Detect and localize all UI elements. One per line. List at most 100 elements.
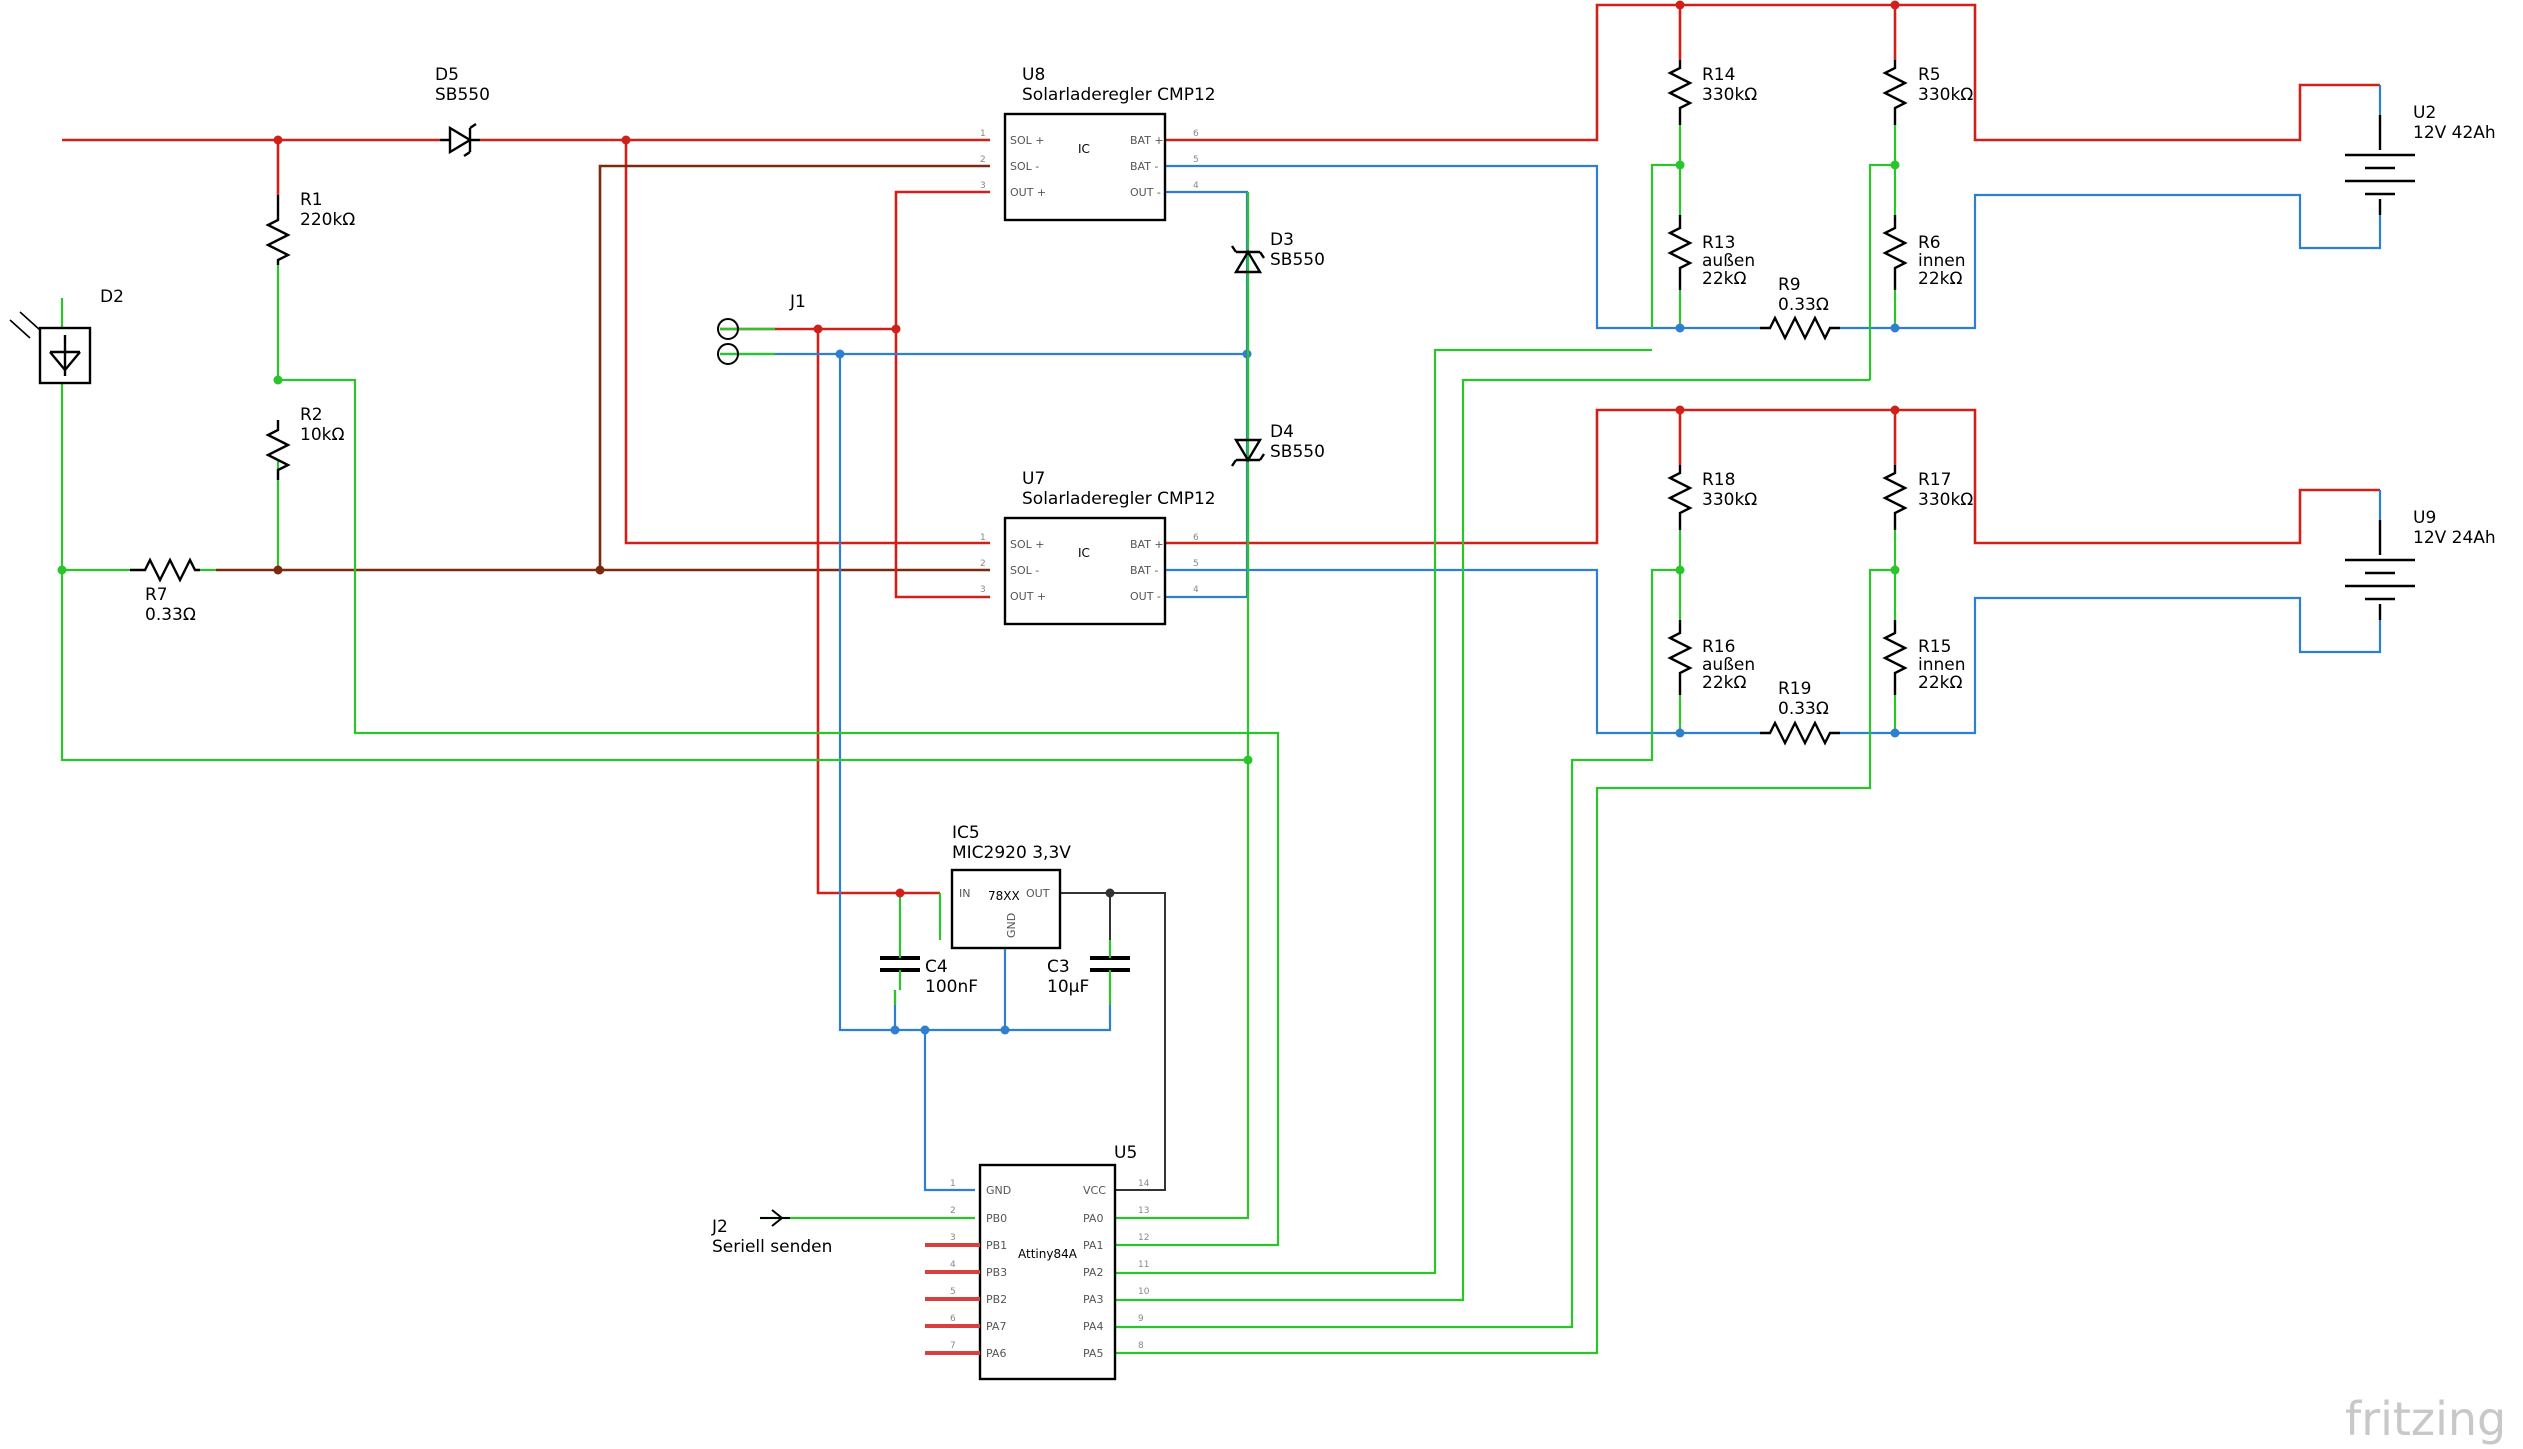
resistor-r6[interactable]: R6 innen 22kΩ — [1882, 215, 1966, 290]
u5-pin-11-label: PA2 — [1083, 1266, 1103, 1279]
charge-controller-u7[interactable]: IC U7 Solarladeregler CMP12 SOL + SOL - … — [980, 469, 1216, 626]
u5-pin-4-num: 4 — [950, 1260, 956, 1270]
battery-u2[interactable]: U2 12V 42Ah — [2345, 103, 2496, 215]
r16-value2: 22kΩ — [1702, 673, 1746, 693]
u5-pin-13-label: PA0 — [1083, 1212, 1103, 1225]
u5-pin-11-num: 11 — [1138, 1260, 1149, 1270]
resistor-r17[interactable]: R17 330kΩ — [1882, 465, 1973, 530]
u7-pin-3-num: 3 — [980, 585, 986, 595]
u8-pin-1-num: 1 — [980, 129, 986, 139]
u5-pin-14-label: VCC — [1083, 1184, 1106, 1197]
j2-value: Seriell senden — [712, 1237, 832, 1257]
ic5-value: MIC2920 3,3V — [952, 843, 1071, 863]
u7-pin-3-label: OUT + — [1010, 590, 1046, 603]
capacitor-c3[interactable]: C3 10µF — [1047, 956, 1130, 997]
resistor-r7[interactable]: R7 0.33Ω — [130, 557, 200, 625]
u8-pin-3-num: 3 — [980, 181, 986, 191]
wires — [60, 3, 2382, 1355]
r19-value: 0.33Ω — [1778, 699, 1829, 719]
r15-value2: 22kΩ — [1918, 673, 1962, 693]
resistor-r19[interactable]: R19 0.33Ω — [1760, 679, 1840, 746]
u5-pin-3-label: PB1 — [986, 1239, 1007, 1252]
u5-pin-12-label: PA1 — [1083, 1239, 1103, 1252]
u5-pin-3-num: 3 — [950, 1233, 956, 1243]
ic5-pin-in: IN — [959, 887, 970, 900]
r17-ref: R17 — [1918, 470, 1951, 490]
u5-pin-7-label: PA6 — [986, 1347, 1006, 1360]
resistor-r5[interactable]: R5 330kΩ — [1882, 60, 1973, 125]
r9-value: 0.33Ω — [1778, 295, 1829, 315]
u8-pin-5-num: 5 — [1193, 155, 1199, 165]
resistor-r1[interactable]: R1 220kΩ — [265, 190, 355, 265]
connector-j2[interactable]: J2 Seriell senden — [711, 1209, 832, 1257]
u8-ref: U8 — [1022, 65, 1045, 85]
u5-pin-10-num: 10 — [1138, 1287, 1150, 1297]
diode-d5[interactable]: D5 SB550 — [435, 65, 490, 157]
u7-pin-6-num: 6 — [1193, 533, 1199, 543]
u5-pin-7-num: 7 — [950, 1341, 956, 1351]
diode-d4[interactable]: D4 SB550 — [1231, 354, 1325, 597]
resistor-r18[interactable]: R18 330kΩ — [1667, 465, 1757, 530]
r13-value2: 22kΩ — [1702, 269, 1746, 289]
r7-value: 0.33Ω — [145, 605, 196, 625]
u5-pin-9-num: 9 — [1138, 1314, 1144, 1324]
d2-ref: D2 — [100, 287, 124, 307]
j1-ref: J1 — [789, 292, 806, 312]
connector-j1[interactable]: J1 — [717, 292, 806, 365]
r1-ref: R1 — [300, 190, 323, 210]
fritzing-logo: fritzing — [2345, 1392, 2506, 1446]
d3-ref: D3 — [1270, 230, 1294, 250]
resistor-r2[interactable]: R2 10kΩ — [265, 405, 344, 480]
r18-value: 330kΩ — [1702, 490, 1757, 510]
u7-center: IC — [1078, 546, 1090, 560]
d4-value: SB550 — [1270, 442, 1325, 462]
microcontroller-u5[interactable]: U5 Attiny84A GND PB0 PB1 PB3 PB2 PA7 PA6… — [925, 1143, 1150, 1381]
diode-d3[interactable]: D3 SB550 — [1231, 192, 1325, 354]
r2-ref: R2 — [300, 405, 323, 425]
c4-value: 100nF — [925, 977, 978, 997]
ic5-pin-out: OUT — [1026, 887, 1050, 900]
c3-value: 10µF — [1047, 977, 1089, 997]
u5-pin-5-num: 5 — [950, 1287, 956, 1297]
u8-pin-5-label: BAT - — [1130, 160, 1158, 173]
resistor-r13[interactable]: R13 außen 22kΩ — [1667, 215, 1755, 290]
resistor-r16[interactable]: R16 außen 22kΩ — [1667, 620, 1755, 695]
u5-pin-14-num: 14 — [1138, 1179, 1150, 1189]
r1-value: 220kΩ — [300, 210, 355, 230]
u2-ref: U2 — [2413, 103, 2436, 123]
u8-pin-2-num: 2 — [980, 155, 986, 165]
regulator-ic5[interactable]: IC5 MIC2920 3,3V 78XX IN OUT GND — [950, 823, 1071, 950]
u7-pin-5-num: 5 — [1193, 559, 1199, 569]
resistor-r14[interactable]: R14 330kΩ — [1667, 60, 1757, 125]
resistor-r15[interactable]: R15 innen 22kΩ — [1882, 620, 1966, 695]
u5-pin-4-label: PB3 — [986, 1266, 1007, 1279]
u7-pin-5-label: BAT - — [1130, 564, 1158, 577]
charge-controller-u8[interactable]: IC U8 Solarladeregler CMP12 SOL + SOL - … — [980, 65, 1216, 222]
u5-pin-12-num: 12 — [1138, 1233, 1149, 1243]
r16-ref: R16 — [1702, 637, 1735, 657]
ic5-pin-gnd: GND — [1005, 913, 1018, 938]
r18-ref: R18 — [1702, 470, 1735, 490]
u9-value: 12V 24Ah — [2413, 528, 2496, 548]
r6-value1: innen — [1918, 251, 1966, 271]
u8-pin-2-label: SOL - — [1010, 160, 1039, 173]
u7-pin-4-label: OUT - — [1130, 590, 1161, 603]
resistor-r9[interactable]: R9 0.33Ω — [1760, 275, 1840, 341]
u5-pin-2-num: 2 — [950, 1206, 956, 1216]
r9-ref: R9 — [1778, 275, 1801, 295]
r14-ref: R14 — [1702, 65, 1735, 85]
r5-value: 330kΩ — [1918, 85, 1973, 105]
r15-ref: R15 — [1918, 637, 1951, 657]
r14-value: 330kΩ — [1702, 85, 1757, 105]
solar-panel-d2[interactable]: D2 — [9, 287, 124, 385]
battery-u9[interactable]: U9 12V 24Ah — [2345, 508, 2496, 620]
r16-value1: außen — [1702, 655, 1755, 675]
u7-name: Solarladeregler CMP12 — [1022, 489, 1216, 509]
u8-pin-3-label: OUT + — [1010, 186, 1046, 199]
u8-pin-6-label: BAT + — [1130, 134, 1164, 147]
u8-pin-6-num: 6 — [1193, 129, 1199, 139]
j2-ref: J2 — [711, 1217, 728, 1237]
d5-ref: D5 — [435, 65, 459, 85]
u5-pin-5-label: PB2 — [986, 1293, 1007, 1306]
